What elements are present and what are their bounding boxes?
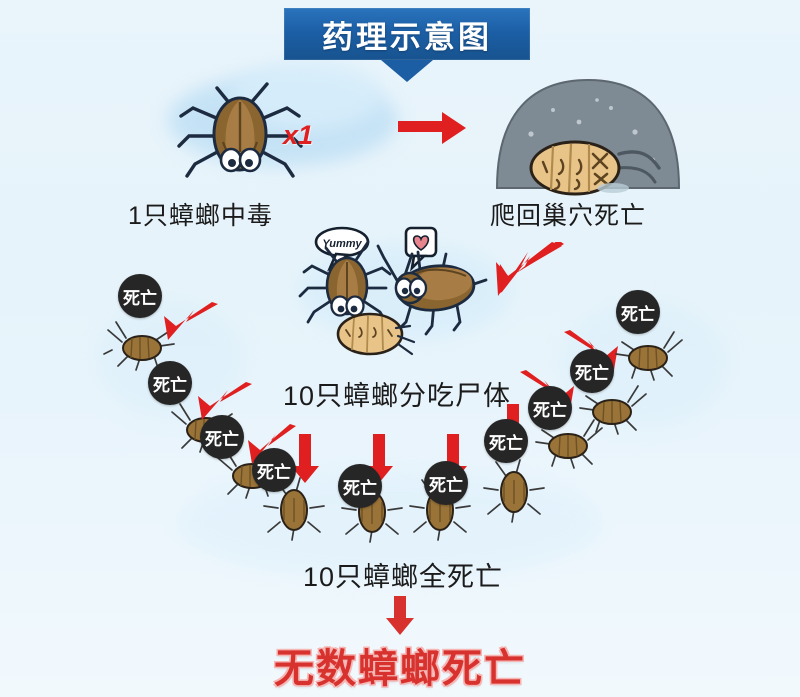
corpse [336,312,416,356]
banner-pointer-icon [381,60,433,82]
death-badge: 死亡 [570,349,614,393]
death-badge: 死亡 [252,448,296,492]
dead-roach-r1 [482,459,546,523]
death-badge: 死亡 [528,386,572,430]
dead-roach-l4 [262,477,326,541]
arrow-poison-to-nest [398,110,468,146]
death-badge: 死亡 [200,415,244,459]
dead-roach-r2 [532,418,606,470]
death-badge: 死亡 [484,419,528,463]
death-badge: 死亡 [118,274,162,318]
step-2-caption: 爬回巢穴死亡 [490,202,647,230]
death-badge: 死亡 [424,461,468,505]
death-badge: 死亡 [338,464,382,508]
step-1-illustration [175,82,305,187]
step-1-caption: 1只蟑螂中毒 [128,202,273,230]
arrow-to-dead-4 [290,434,320,484]
arrow-to-dead-8 [518,370,576,414]
arrow-to-dead-9 [562,330,620,374]
death-badge: 死亡 [616,290,660,334]
dead-roach-l1 [103,320,178,372]
dead-roach-r3 [576,384,650,436]
arrow-to-dead-2 [196,382,254,424]
multiplier-label: x1 [283,120,314,150]
arrow-nest-to-feast [494,242,566,302]
step-3-illustration: Yummy [298,226,500,366]
final-conclusion-text: 无数蟑螂死亡 [274,647,526,691]
title-banner: 药理示意图 [284,8,530,82]
dead-roach-r4 [612,330,686,382]
svg-text:Yummy: Yummy [322,238,362,250]
step-2-illustration [493,76,683,196]
step-3-caption: 10只蟑螂分吃尸体 [283,381,512,411]
roach-right [376,244,488,336]
step-4-caption: 10只蟑螂全死亡 [303,562,504,592]
arrow-final [384,596,416,636]
page-title: 药理示意图 [322,19,492,55]
arrow-to-dead-1 [162,302,220,344]
roach-left [298,240,392,324]
death-badge: 死亡 [148,361,192,405]
title-banner-body: 药理示意图 [284,8,530,60]
